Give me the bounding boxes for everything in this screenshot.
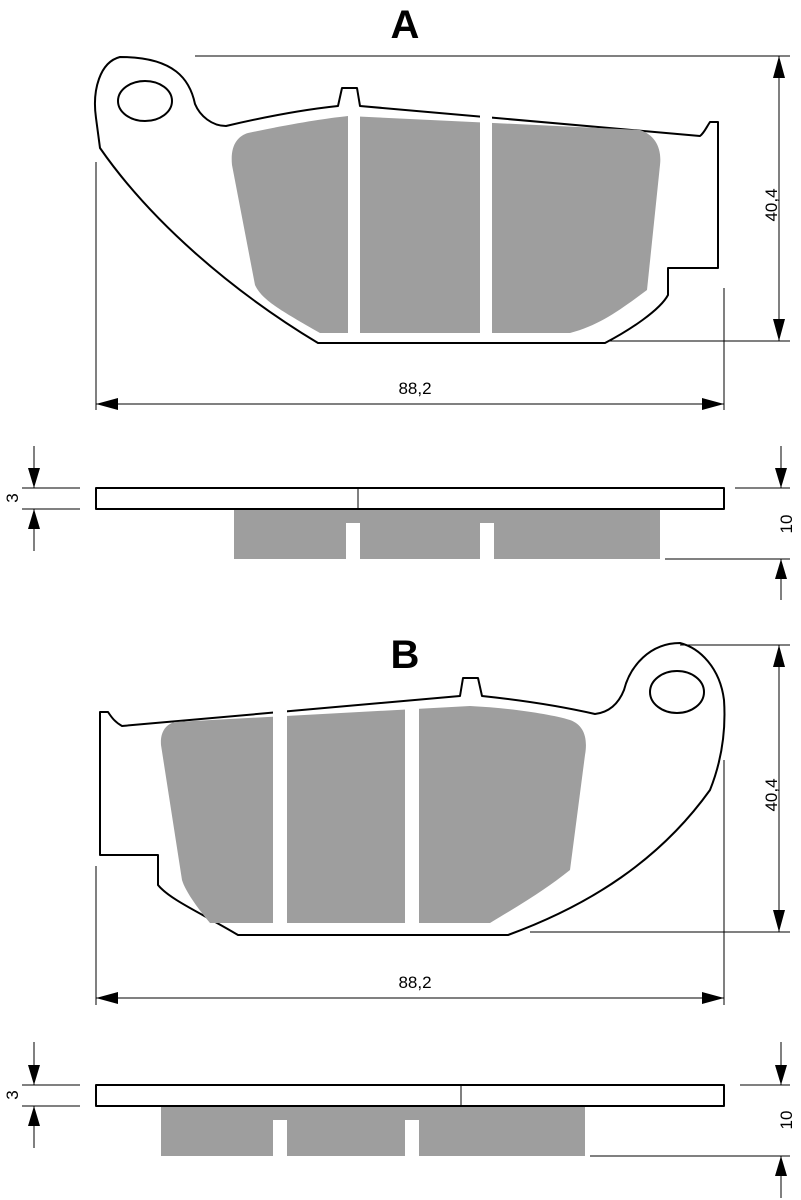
pad-a-thickness-arrow-top bbox=[28, 468, 40, 488]
pad-a-width-label: 88,2 bbox=[398, 379, 431, 398]
pad-a-height-label: 40,4 bbox=[762, 188, 781, 221]
pad-b-total-arrow-bottom bbox=[775, 1156, 787, 1176]
pad-a-side-friction-block-1 bbox=[234, 510, 346, 559]
pad-b-height-arrow-top bbox=[773, 645, 785, 667]
pad-b-groove-right bbox=[405, 702, 419, 928]
pad-b-side-friction-block-1 bbox=[161, 1107, 273, 1156]
pad-b-total-arrow-top bbox=[775, 1065, 787, 1085]
pad-a-groove-right bbox=[480, 112, 492, 338]
pad-a-front-view: A 88,2 40,4 bbox=[94, 3, 790, 410]
pad-a-total-arrow-top bbox=[775, 468, 787, 488]
pad-a-groove-left bbox=[348, 112, 360, 338]
pad-a-width-arrow-left bbox=[96, 398, 118, 410]
pad-b-groove-left bbox=[273, 702, 287, 928]
pad-b-side-friction-bridge-1 bbox=[273, 1107, 287, 1120]
pad-b-friction-material bbox=[160, 706, 586, 923]
pad-a-total-thickness-label: 10 bbox=[777, 515, 796, 534]
pad-b-side-backing-plate bbox=[95, 1084, 725, 1107]
pad-a-side-view: 3 10 bbox=[3, 446, 796, 600]
pad-a-side-backing-plate bbox=[95, 487, 725, 510]
pad-b-side-friction-block-2 bbox=[287, 1107, 405, 1156]
pad-a-label: A bbox=[391, 3, 420, 47]
pad-b-front-view: B 88,2 40,4 bbox=[95, 633, 790, 1005]
pad-a-side-friction-bridge-2 bbox=[480, 510, 494, 523]
pad-b-side-friction-block-3 bbox=[419, 1107, 585, 1156]
pad-b-width-arrow-right bbox=[702, 992, 724, 1004]
pad-b-height-label: 40,4 bbox=[762, 778, 781, 811]
pad-b-side-friction-bridge-2 bbox=[405, 1107, 419, 1120]
pad-a-width-arrow-right bbox=[702, 398, 724, 410]
pad-a-thickness-arrow-bottom bbox=[28, 509, 40, 529]
pad-b-width-arrow-left bbox=[96, 992, 118, 1004]
pad-b-label: B bbox=[391, 633, 420, 677]
pad-a-height-arrow-bottom bbox=[773, 319, 785, 341]
pad-a-thickness-label: 3 bbox=[3, 493, 22, 502]
pad-b-total-thickness-label: 10 bbox=[777, 1111, 796, 1130]
pad-b-width-label: 88,2 bbox=[398, 973, 431, 992]
pad-b-side-view: 3 10 bbox=[3, 1042, 796, 1198]
pad-a-side-friction-block-2 bbox=[360, 510, 480, 559]
pad-a-friction-material bbox=[231, 116, 661, 333]
pad-b-thickness-label: 3 bbox=[3, 1090, 22, 1099]
pad-b-height-arrow-bottom bbox=[773, 910, 785, 932]
pad-b-thickness-arrow-top bbox=[28, 1065, 40, 1085]
pad-a-side-friction-block-3 bbox=[494, 510, 660, 559]
pad-b-mounting-hole bbox=[649, 670, 705, 714]
pad-a-height-arrow-top bbox=[773, 56, 785, 78]
pad-b-thickness-arrow-bottom bbox=[28, 1106, 40, 1126]
pad-a-total-arrow-bottom bbox=[775, 559, 787, 579]
pad-a-mounting-hole bbox=[117, 80, 173, 122]
